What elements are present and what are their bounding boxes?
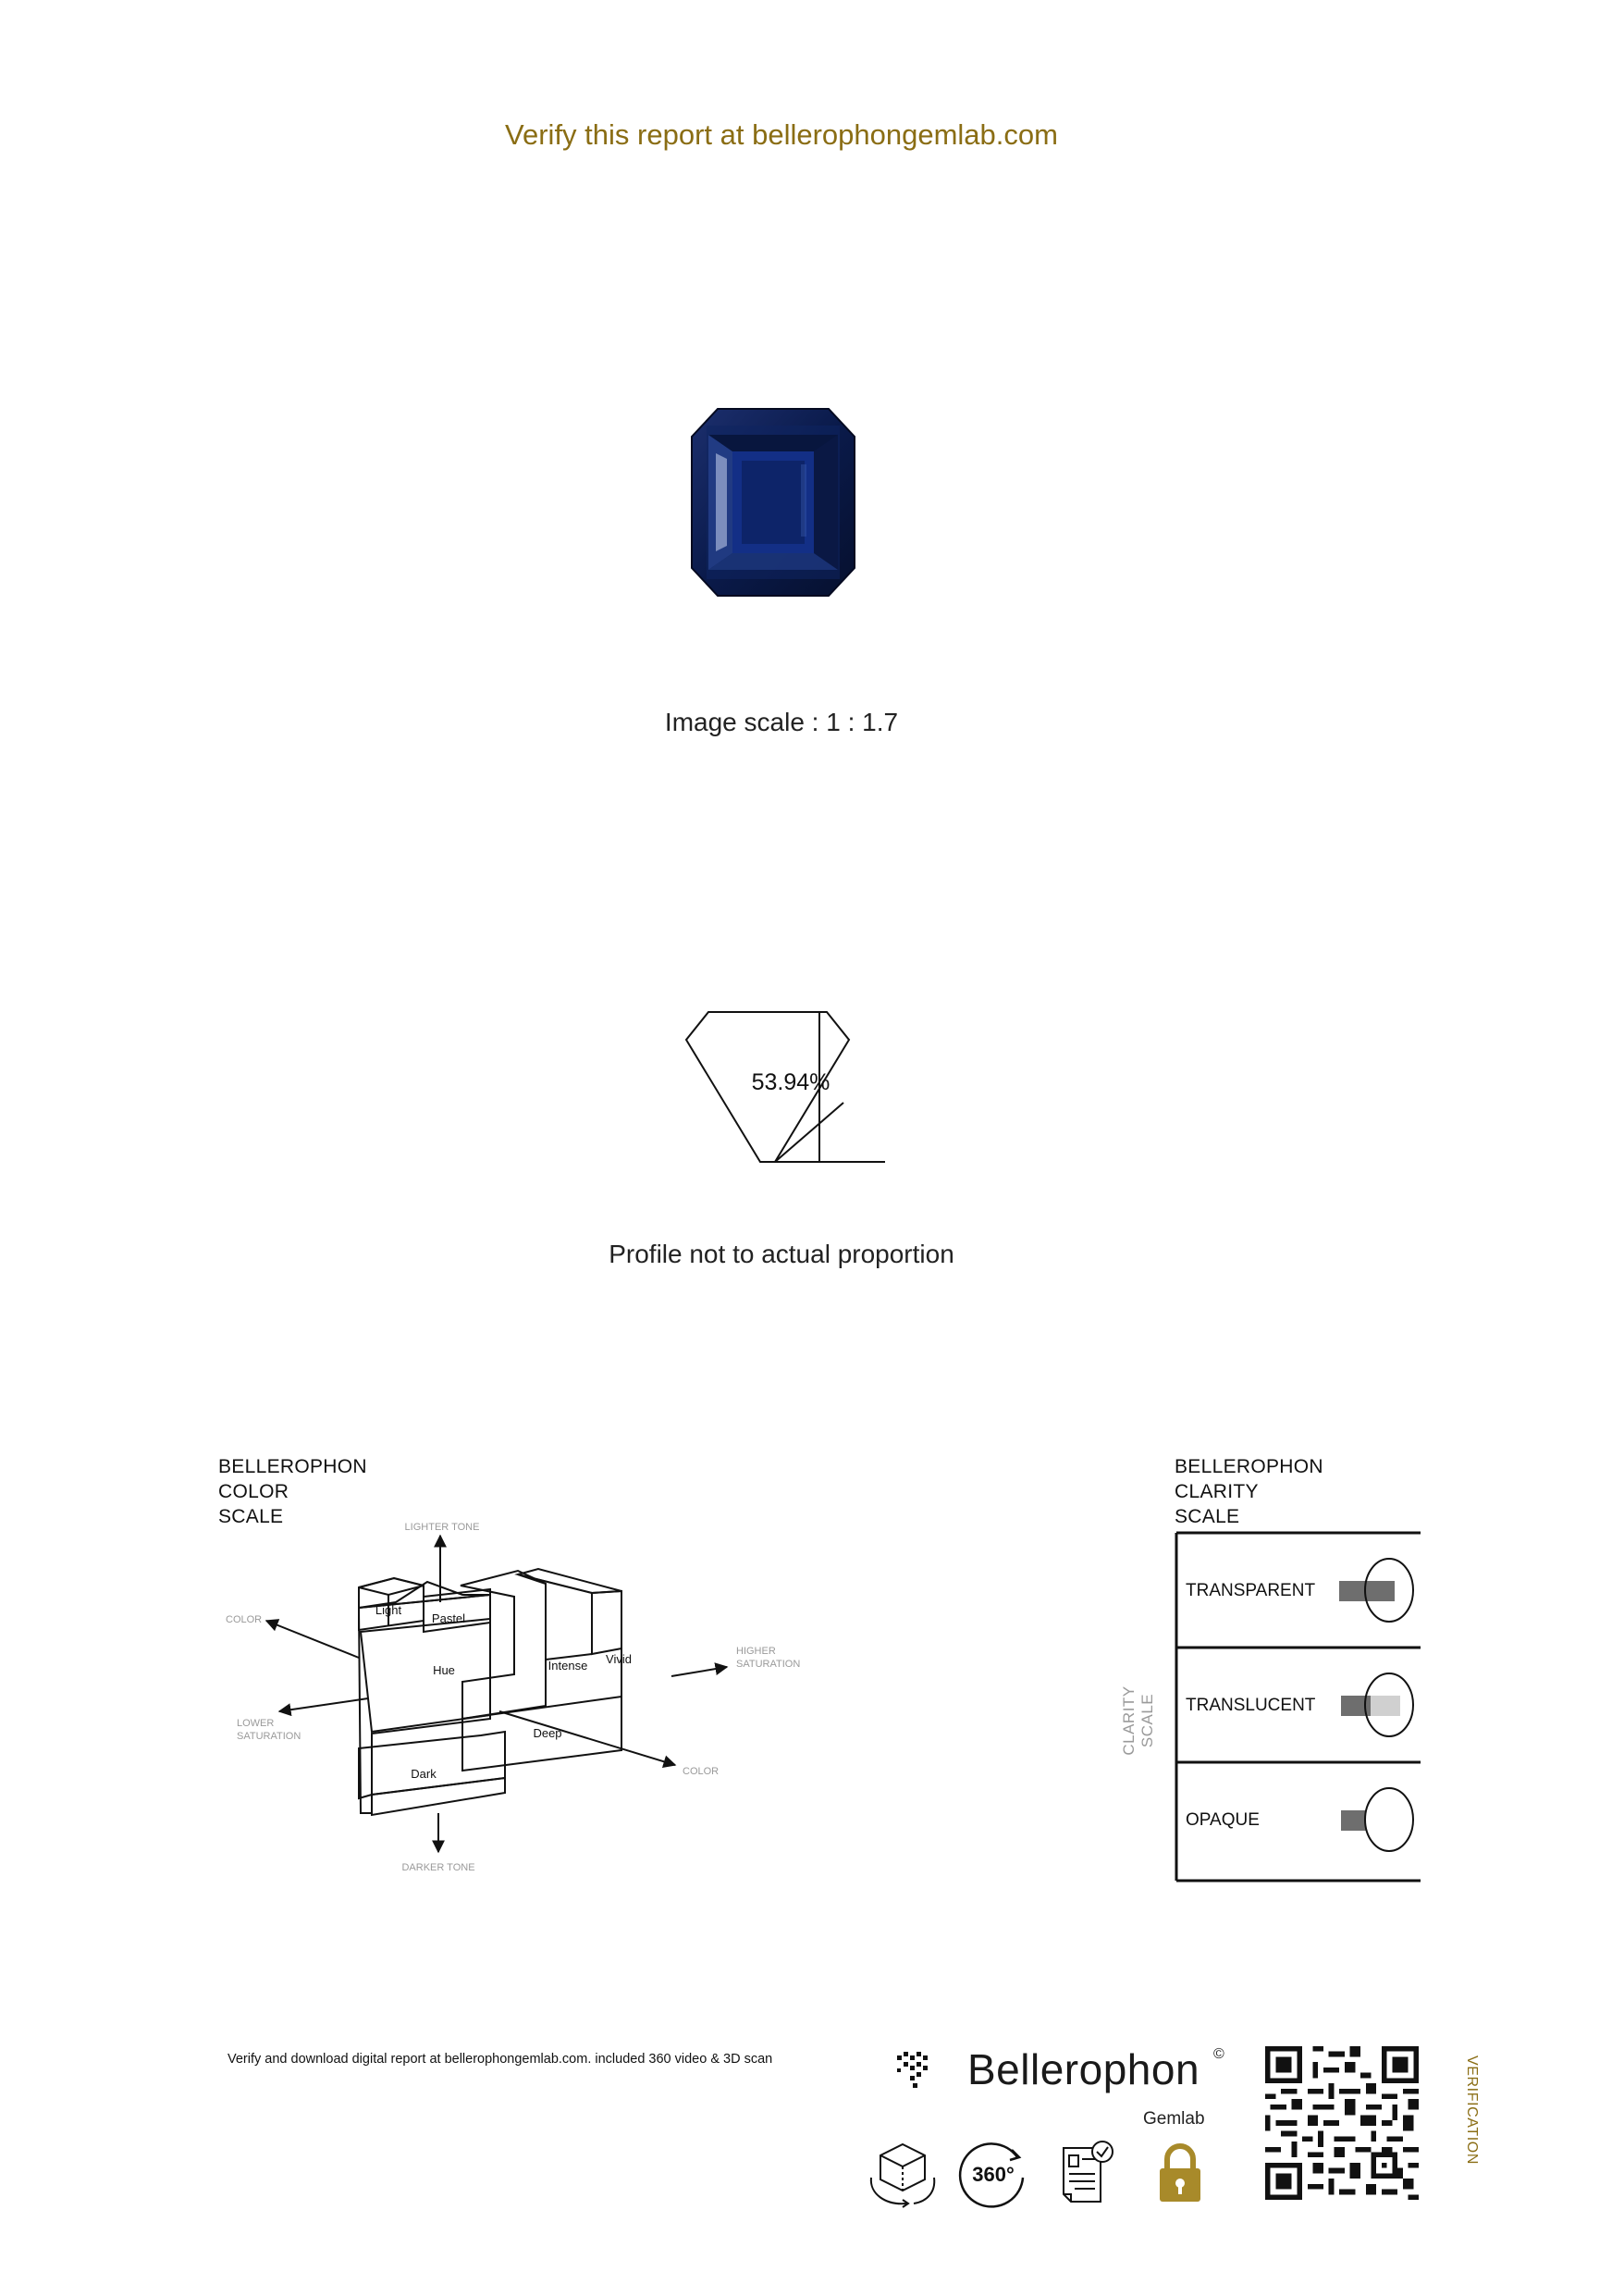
lock-icon — [1160, 2143, 1200, 2202]
gem-photo — [691, 408, 855, 597]
color-block-light: Light — [375, 1603, 402, 1617]
svg-text:TRANSLUCENT: TRANSLUCENT — [1186, 1696, 1316, 1715]
color-block-intense: Intense — [548, 1659, 588, 1673]
color-scale-title-line: SCALE — [218, 1506, 284, 1527]
profile-diagram — [684, 1011, 885, 1163]
axis-lower-saturation-line: SATURATION — [237, 1731, 301, 1742]
360-icon-text: 360° — [972, 2163, 1015, 2186]
axis-darker-tone: DARKER TONE — [401, 1862, 474, 1873]
color-scale-title-line: BELLEROPHON — [218, 1456, 367, 1477]
axis-higher-saturation-line: SATURATION — [736, 1659, 800, 1670]
footer-verify-text[interactable]: Verify and download digital report at be… — [228, 2052, 773, 2067]
svg-text:OPAQUE: OPAQUE — [1186, 1810, 1260, 1830]
color-block-deep: Deep — [533, 1726, 561, 1740]
bellerophon-logo-icon — [897, 2052, 928, 2088]
axis-color-left: COLOR — [226, 1614, 262, 1625]
verification-label: VERIFICATION — [1464, 2055, 1480, 2166]
svg-text:TRANSPARENT: TRANSPARENT — [1186, 1581, 1315, 1600]
3d-cube-icon[interactable] — [866, 2137, 940, 2211]
qr-code[interactable] — [1265, 2046, 1419, 2200]
color-scale-diagram: Light Pastel Hue Intense Vivid Deep Dark… — [226, 1522, 800, 1873]
color-block-vivid: Vivid — [606, 1652, 632, 1666]
clarity-scale-title-line: BELLEROPHON — [1175, 1456, 1323, 1477]
color-scale-title: BELLEROPHON COLOR SCALE — [218, 1454, 367, 1529]
depth-percentage: 53.94% — [751, 1069, 830, 1095]
clarity-scale-title: BELLEROPHON CLARITY SCALE — [1175, 1454, 1323, 1529]
certificate-icon[interactable] — [1051, 2137, 1125, 2211]
clarity-row-transparent: TRANSPARENT — [1186, 1558, 1414, 1623]
clarity-axis-label: CLARITY SCALE — [1120, 1685, 1156, 1756]
axis-higher-saturation-line: HIGHER — [736, 1646, 776, 1657]
profile-caption: Profile not to actual proportion — [609, 1240, 954, 1268]
clarity-scale-table: TRANSPARENT TRANSLUCENT OPAQUE — [1175, 1531, 1421, 1882]
verify-report-link[interactable]: Verify this report at bellerophongemlab.… — [505, 118, 1058, 151]
clarity-scale-title-line: CLARITY — [1175, 1481, 1259, 1502]
color-block-dark: Dark — [411, 1767, 437, 1781]
clarity-scale-title-line: SCALE — [1175, 1506, 1240, 1527]
axis-lower-saturation-line: LOWER — [237, 1718, 274, 1729]
image-scale-caption: Image scale : 1 : 1.7 — [664, 708, 899, 736]
clarity-row-translucent: TRANSLUCENT — [1186, 1673, 1414, 1737]
axis-lighter-tone: LIGHTER TONE — [405, 1522, 480, 1533]
axis-color-right: COLOR — [683, 1766, 719, 1777]
brand-copyright: © — [1213, 2046, 1224, 2062]
360-icon[interactable]: 360° — [956, 2137, 1030, 2211]
color-block-hue: Hue — [433, 1663, 455, 1677]
brand-subtitle: Gemlab — [1143, 2109, 1205, 2129]
brand-name: Bellerophon — [967, 2045, 1200, 2093]
color-block-pastel: Pastel — [432, 1611, 465, 1625]
color-scale-title-line: COLOR — [218, 1481, 289, 1502]
clarity-row-opaque: OPAQUE — [1186, 1787, 1414, 1852]
